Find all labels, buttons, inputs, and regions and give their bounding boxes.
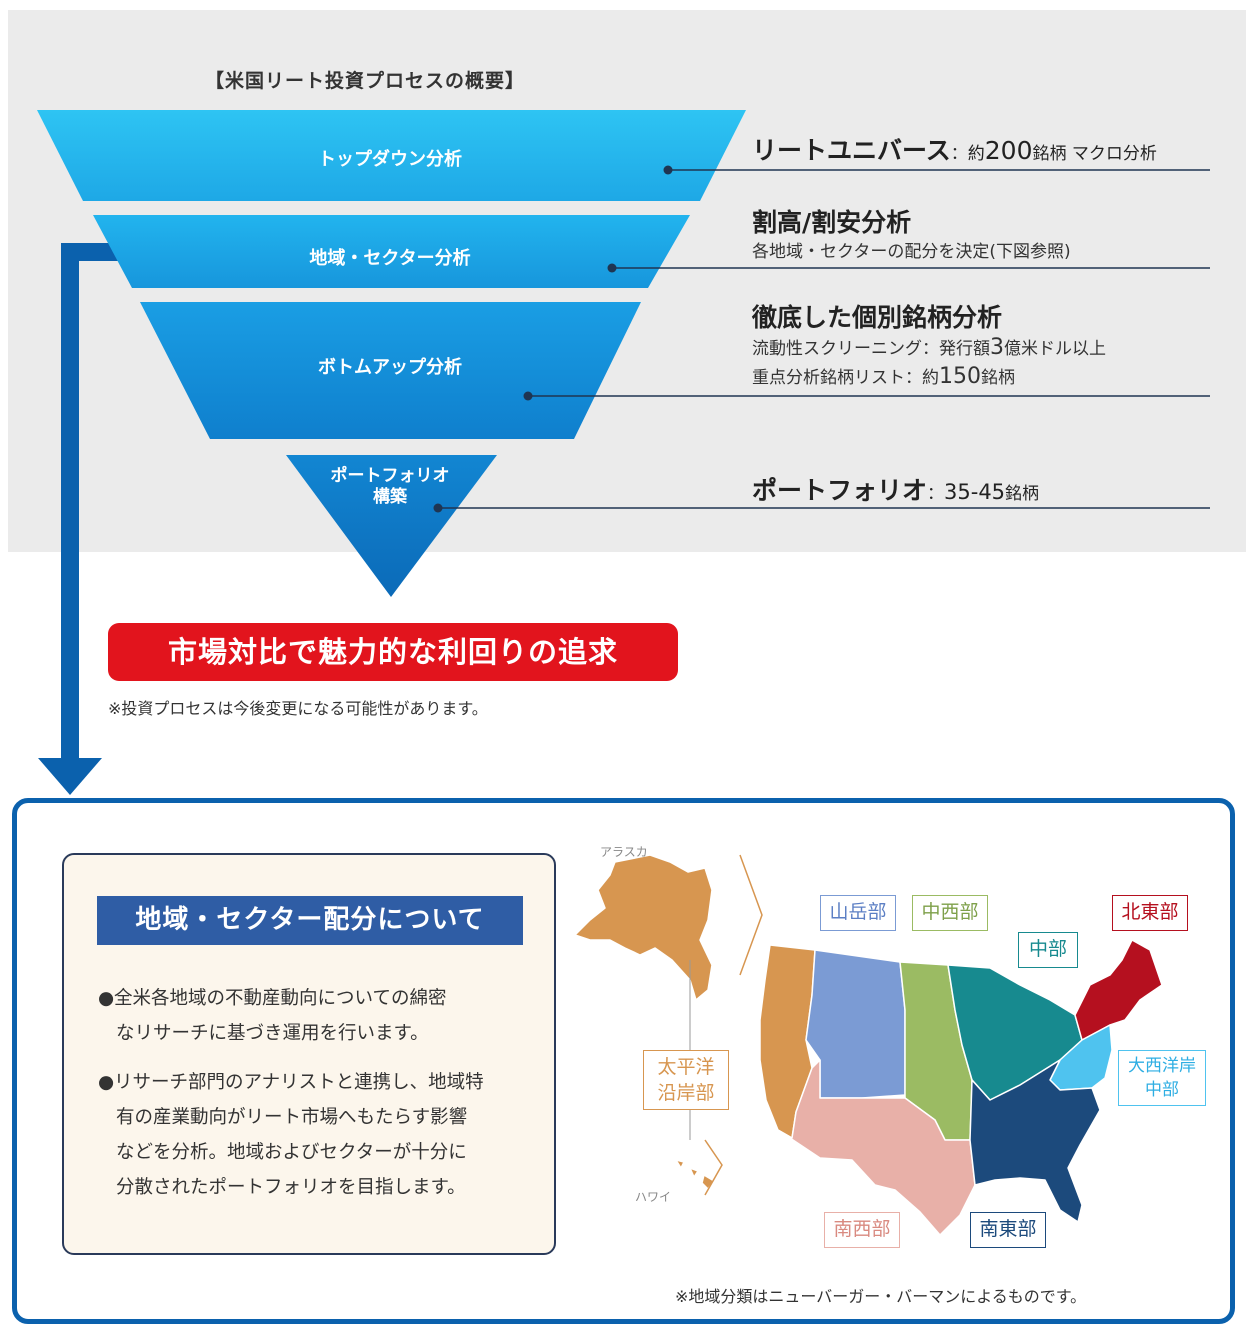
desc-universe-head: リートユニバース <box>752 136 951 165</box>
alaska-shape <box>574 854 713 1001</box>
label-mid-atlantic: 大西洋岸 中部 <box>1118 1050 1206 1106</box>
label-central: 中部 <box>1018 932 1078 968</box>
desc-stock-line1-b: 億米ドル以上 <box>1004 339 1106 359</box>
desc-universe: リートユニバース：約200銘柄 マクロ分析 <box>752 131 1157 167</box>
tier-topdown-shape <box>37 110 746 201</box>
tier-portfolio-label-line1: ポートフォリオ <box>330 466 450 486</box>
map-note: ※地域分類はニューバーガー・バーマンによるものです。 <box>675 1287 1087 1306</box>
label-mid-atlantic-line1: 大西洋岸 <box>1128 1056 1196 1076</box>
tier-sector-label: 地域・セクター分析 <box>309 248 471 269</box>
label-mountain: 山岳部 <box>820 895 896 931</box>
region-northeast-shape <box>1074 939 1163 1041</box>
alaska-label: アラスカ <box>600 845 648 859</box>
leader-dot-portfolio <box>433 503 443 513</box>
bullet-mark: ● <box>98 1072 115 1093</box>
allocation-bullet-1: ●全米各地域の不動産動向についての綿密 なリサーチに基づき運用を行います。 <box>98 981 528 1051</box>
region-southeast-shape <box>969 1059 1101 1223</box>
desc-stock-head: 徹底した個別銘柄分析 <box>752 303 1003 332</box>
bracket-alaska <box>739 854 763 976</box>
desc-portfolio-num: 35-45 <box>944 480 1006 504</box>
desc-valuation-line: 各地域・セクターの配分を決定(下図参照) <box>752 242 1071 262</box>
leader-dot-universe <box>663 165 673 175</box>
desc-stock-line2-num: 150 <box>939 364 981 389</box>
hawaii-label: ハワイ <box>635 1190 672 1204</box>
desc-stock-line1-a: 流動性スクリーニング：発行額 <box>752 339 990 359</box>
bracket-hawaii <box>704 1139 723 1196</box>
allocation-bullet-2: ●リサーチ部門のアナリストと連携し、地域特 有の産業動向がリート市場へもたらす影… <box>98 1065 528 1205</box>
desc-portfolio: ポートフォリオ：35-45銘柄 <box>752 471 1039 507</box>
tier-bottomup-shape <box>140 302 641 439</box>
allocation-frame <box>12 798 1235 1324</box>
region-southwest-shape <box>777 1059 976 1236</box>
desc-universe-sep: ：約 <box>950 144 985 164</box>
leader-dot-stock <box>523 391 533 401</box>
label-pacific-line2: 沿岸部 <box>657 1082 715 1104</box>
desc-stock-line2-b: 銘柄 <box>981 368 1015 388</box>
desc-portfolio-sep: ： <box>927 484 945 504</box>
desc-universe-num: 200 <box>984 136 1033 165</box>
label-southwest: 南西部 <box>824 1212 900 1248</box>
leader-dot-valuation <box>607 263 617 273</box>
bullet-2-line3: などを分析。地域およびセクターが十分に <box>116 1142 467 1163</box>
desc-portfolio-unit: 銘柄 <box>1005 484 1040 504</box>
label-pacific: 太平洋 沿岸部 <box>643 1050 729 1110</box>
label-midwest: 中西部 <box>912 895 988 931</box>
bullet-mark: ● <box>98 988 115 1009</box>
allocation-title: 地域・セクター配分について <box>97 896 523 945</box>
tier-portfolio-shape <box>286 455 497 597</box>
bullet-2-line2: 有の産業動向がリート市場へもたらす影響 <box>116 1107 468 1128</box>
bullet-1-line1: 全米各地域の不動産動向についての綿密 <box>114 988 447 1009</box>
process-note: ※投資プロセスは今後変更になる可能性があります。 <box>108 699 488 718</box>
flow-arrow-head <box>38 758 102 795</box>
tier-portfolio-label: ポートフォリオ 構築 <box>290 466 490 508</box>
tier-portfolio-label-line2: 構築 <box>373 487 407 507</box>
goal-badge: 市場対比で魅力的な利回りの追求 <box>108 623 678 681</box>
bullet-2-line4: 分散されたポートフォリオを目指します。 <box>116 1177 466 1198</box>
desc-valuation: 割高/割安分析 各地域・セクターの配分を決定(下図参照) <box>752 203 1071 266</box>
label-mid-atlantic-line2: 中部 <box>1145 1080 1179 1100</box>
tier-bottomup-label: ボトムアップ分析 <box>318 357 462 378</box>
bullet-1-line2: なリサーチに基づき運用を行います。 <box>116 1023 429 1044</box>
desc-stock: 徹底した個別銘柄分析 流動性スクリーニング：発行額3億米ドル以上 重点分析銘柄リ… <box>752 298 1106 392</box>
tier-sector-shape <box>93 215 690 288</box>
desc-stock-line2-a: 重点分析銘柄リスト：約 <box>752 368 939 388</box>
desc-valuation-head: 割高/割安分析 <box>752 208 912 237</box>
region-mountain-shape <box>805 949 906 1099</box>
label-southeast: 南東部 <box>970 1212 1046 1248</box>
tier-topdown-label: トップダウン分析 <box>318 149 462 170</box>
desc-universe-unit: 銘柄 マクロ分析 <box>1032 144 1157 164</box>
desc-stock-line1-num: 3 <box>990 335 1004 360</box>
process-title: 【米国リート投資プロセスの概要】 <box>205 70 526 92</box>
label-pacific-line1: 太平洋 <box>657 1056 715 1078</box>
process-funnel <box>37 110 1210 795</box>
label-northeast: 北東部 <box>1112 895 1188 931</box>
desc-portfolio-head: ポートフォリオ <box>752 476 928 505</box>
hawaii-shape <box>675 1159 715 1190</box>
bullet-2-line1: リサーチ部門のアナリストと連携し、地域特 <box>114 1072 484 1093</box>
